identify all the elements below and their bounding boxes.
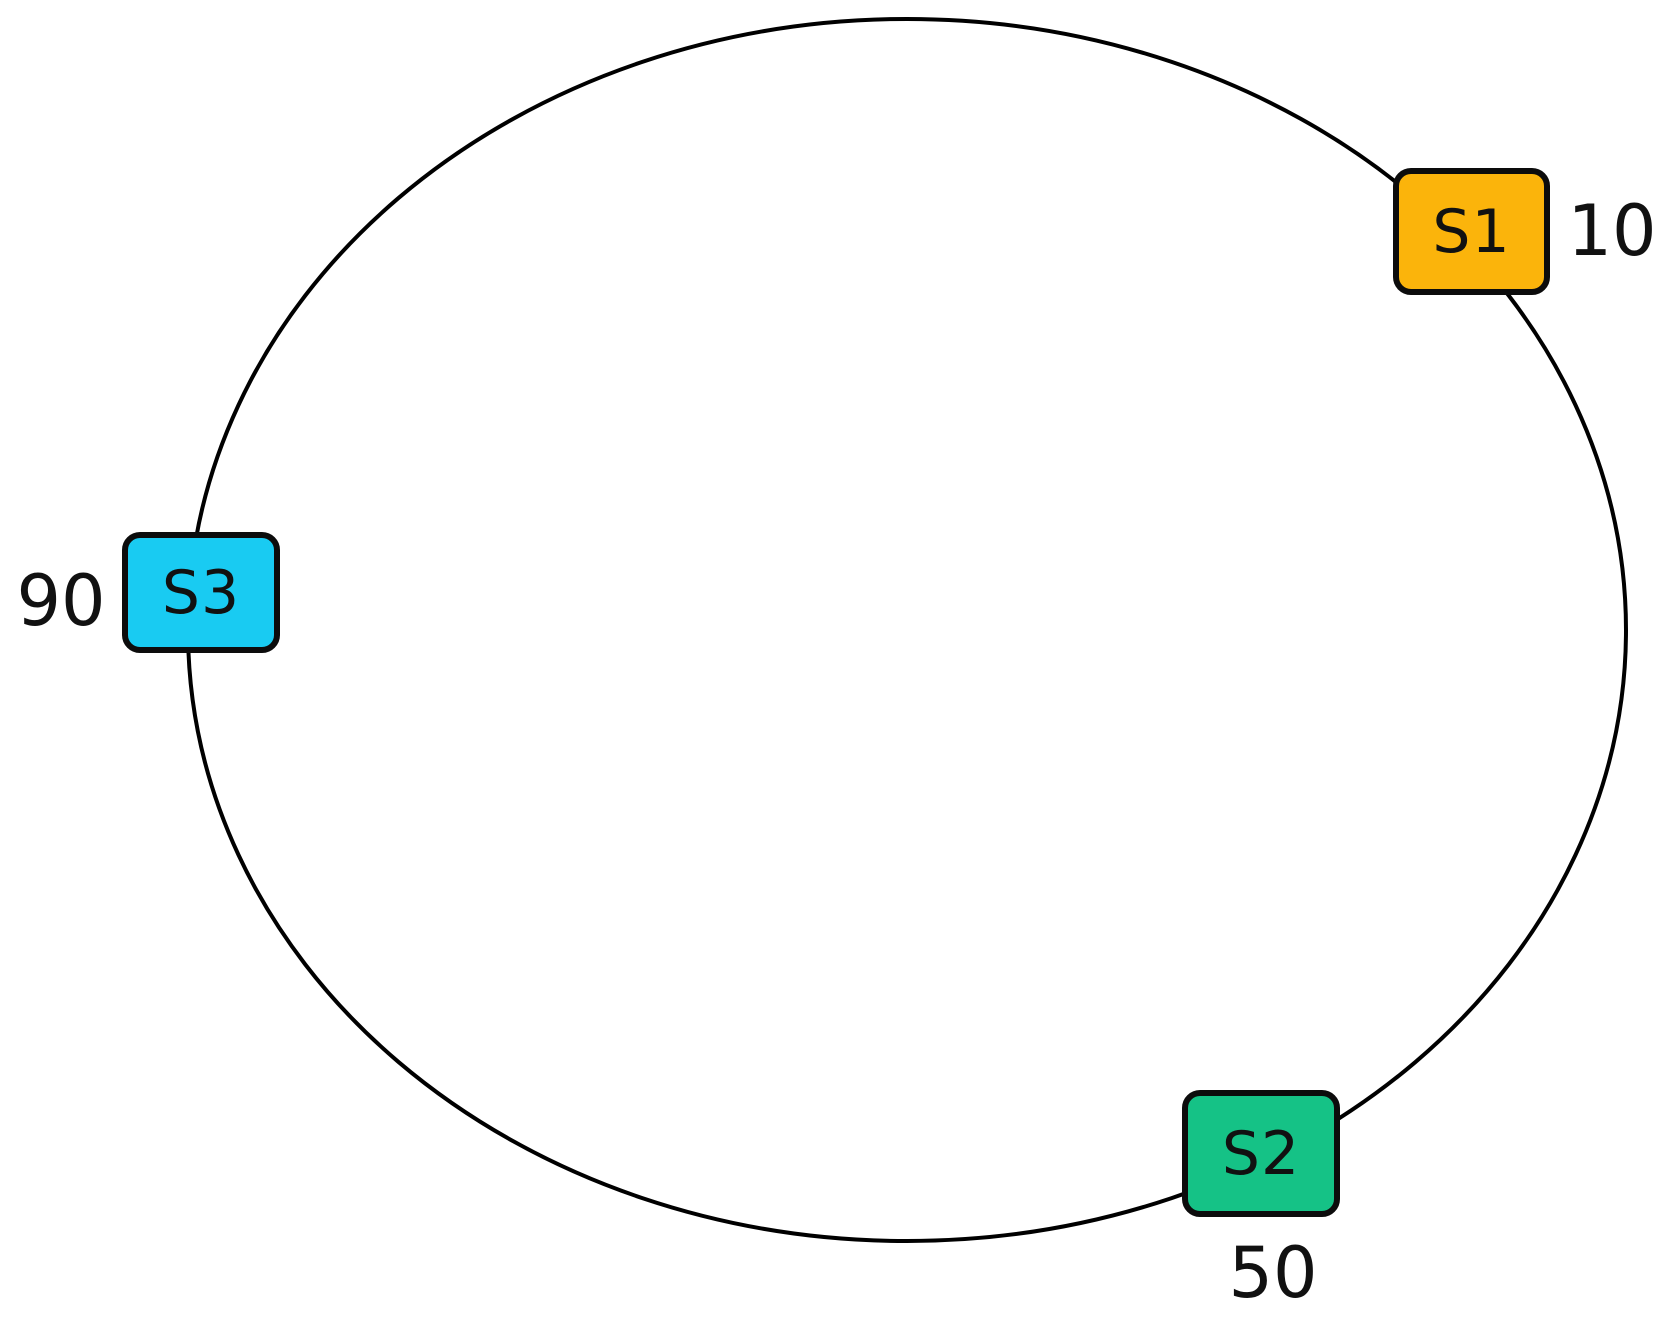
- node-s1-label: S1: [1432, 196, 1511, 267]
- node-s2-label: S2: [1221, 1118, 1301, 1189]
- node-s3-label: S3: [161, 557, 241, 628]
- node-s1: S1: [1393, 168, 1550, 295]
- node-s3: S3: [122, 532, 280, 653]
- position-value-s2: 50: [1228, 1232, 1318, 1314]
- node-s2: S2: [1182, 1090, 1340, 1217]
- position-value-s1: 10: [1567, 190, 1657, 272]
- position-value-s3: 90: [16, 560, 106, 642]
